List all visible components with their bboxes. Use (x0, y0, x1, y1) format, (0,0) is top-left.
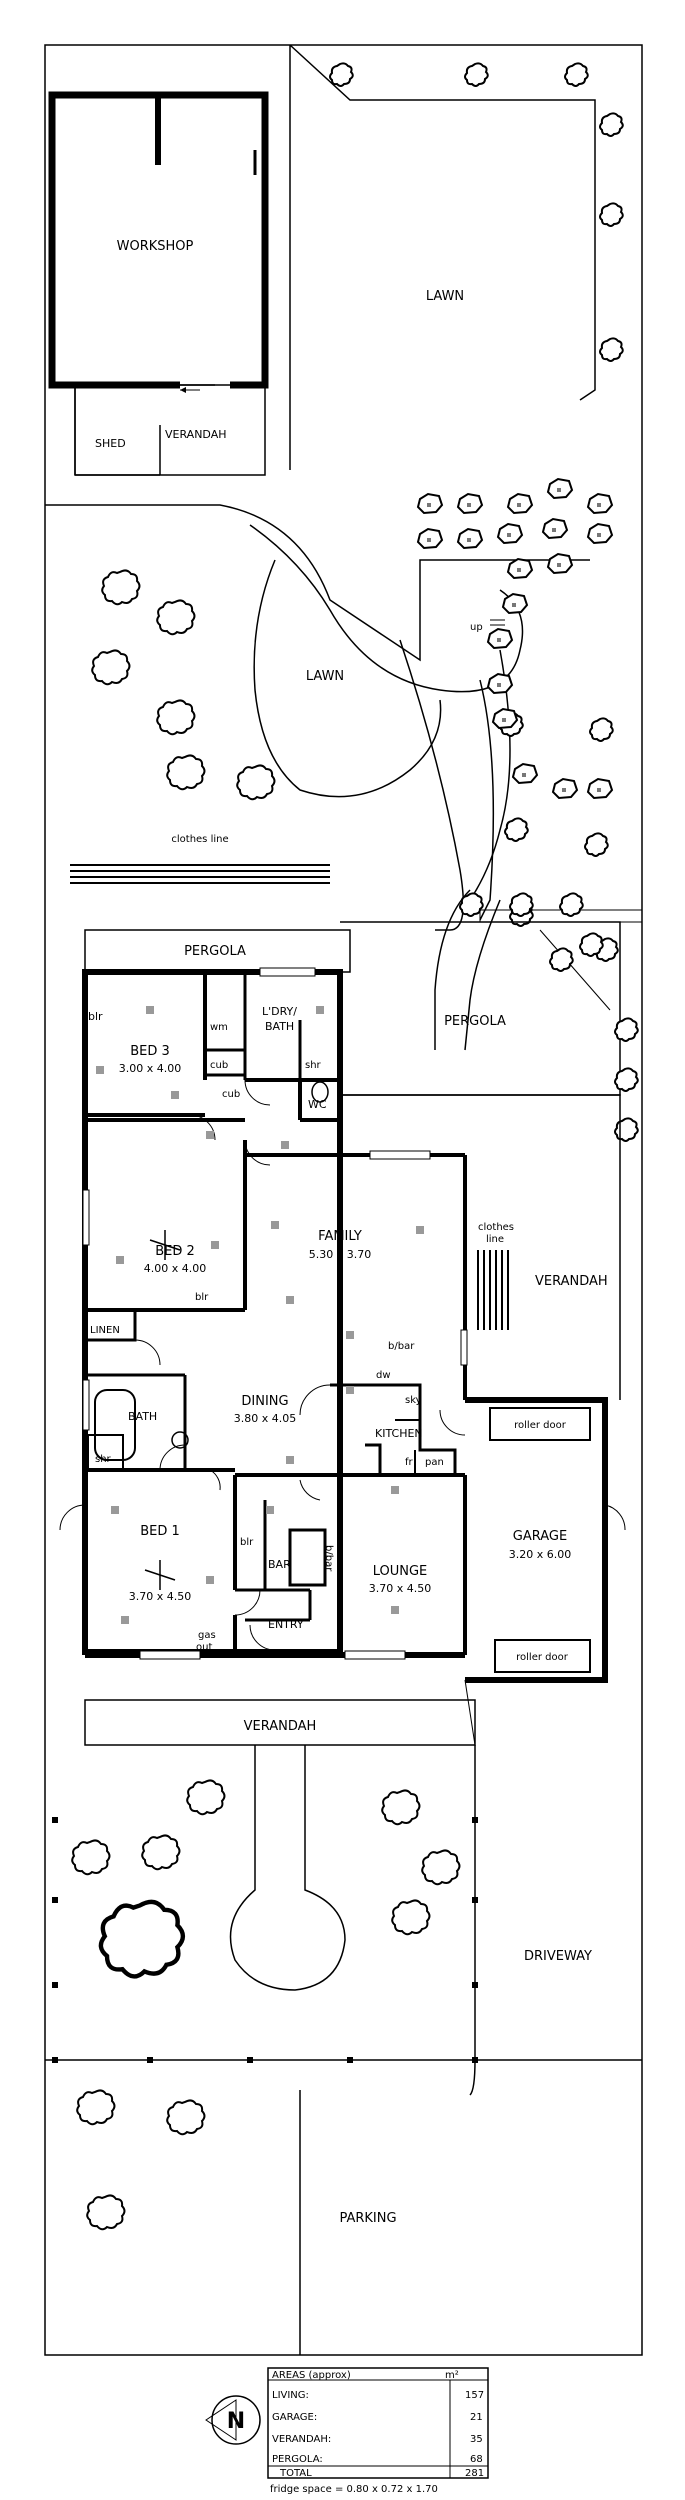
steps-up-label: up (470, 622, 483, 633)
clothes-line-top-label: clothes line (171, 834, 228, 845)
bed1-label: BED 1 (140, 1524, 180, 1539)
room-labels: blr BED 3 3.00 x 4.00 L'DRY/ BATH wm cub… (88, 1005, 608, 1653)
bed3-label: BED 3 (130, 1044, 170, 1059)
blr-bed2-label: blr (195, 1292, 209, 1303)
workshop-label: WORKSHOP (117, 239, 194, 254)
dw-label: dw (376, 1370, 391, 1381)
lounge-label: LOUNGE (373, 1564, 428, 1579)
garage (465, 1397, 608, 1683)
workshop: WORKSHOP (48, 91, 269, 389)
areas-row-living-label: LIVING: (272, 2390, 309, 2401)
areas-unit: m² (445, 2370, 459, 2381)
front-yard (45, 1745, 642, 2355)
bed2-label: BED 2 (155, 1244, 195, 1259)
parking-label: PARKING (339, 2211, 396, 2226)
sky-label: sky (405, 1395, 422, 1406)
areas-row-garage-label: GARAGE: (272, 2412, 317, 2423)
property-boundary (44, 44, 643, 2356)
areas-row-garage-value: 21 (470, 2412, 483, 2423)
ldry-bath-label-2: BATH (265, 1020, 294, 1033)
wm-label: wm (210, 1022, 228, 1033)
verandah-front (84, 1699, 476, 1746)
areas-total-label: TOTAL (279, 2468, 312, 2479)
dining-label: DINING (241, 1394, 288, 1409)
gas-out-label-1: gas (198, 1630, 216, 1641)
bed2-dim: 4.00 x 4.00 (144, 1262, 207, 1275)
cub2-label: cub (222, 1089, 240, 1100)
rock-garden (417, 478, 613, 799)
clothes-line-side-2: line (486, 1234, 504, 1245)
basin (171, 1431, 189, 1449)
clothes-line-side (477, 1250, 509, 1330)
areas-total-value: 281 (465, 2468, 484, 2479)
lawn-mid-label: LAWN (306, 669, 344, 684)
north-arrow-icon: N (205, 2395, 261, 2445)
driveway-label: DRIVEWAY (524, 1949, 592, 1964)
blr-bed3-label: blr (88, 1010, 103, 1023)
shed-label: SHED (95, 437, 126, 450)
bathtub (94, 1389, 136, 1461)
lounge-dim: 3.70 x 4.50 (369, 1582, 432, 1595)
shr-ldry-label: shr (305, 1060, 322, 1071)
bed3-dim: 3.00 x 4.00 (119, 1062, 182, 1075)
cub1-label: cub (210, 1060, 228, 1071)
clothes-line-top (70, 864, 330, 884)
lawn-top-label: LAWN (426, 289, 464, 304)
pergola-right-label: PERGOLA (444, 1014, 506, 1029)
bbar2-label: b/bar (323, 1545, 334, 1572)
gas-out-label-2: out (196, 1642, 212, 1653)
door-swings (59, 1079, 626, 1651)
areas-table: AREAS (approx) m² LIVING: 157 GARAGE: 21… (267, 2367, 489, 2479)
verandah-front-label: VERANDAH (244, 1719, 317, 1734)
entry-label: ENTRY (268, 1618, 304, 1631)
roller-door-bottom-label: roller door (516, 1652, 569, 1663)
fr-label: fr (405, 1457, 414, 1468)
areas-row-verandah-value: 35 (470, 2434, 483, 2445)
ldry-bath-label-1: L'DRY/ (262, 1005, 297, 1018)
lawn-top-outline (289, 44, 596, 470)
garage-label: GARAGE (513, 1529, 567, 1544)
pan-label: pan (425, 1457, 444, 1468)
verandah-side-label: VERANDAH (535, 1274, 608, 1289)
areas-row-living-value: 157 (465, 2390, 484, 2401)
roller-door-top-label: roller door (514, 1420, 567, 1431)
areas-row-pergola-value: 68 (470, 2454, 483, 2465)
pergola-right (340, 921, 621, 1096)
areas-row-verandah-label: VERANDAH: (272, 2434, 331, 2445)
family-dim: 5.30 x 3.70 (309, 1248, 372, 1261)
kitchen-label: KITCHEN (375, 1427, 423, 1440)
shower (87, 1434, 124, 1471)
bath-label: BATH (128, 1410, 157, 1423)
compass-letter: N (227, 2409, 245, 2434)
bar-label: BAR (268, 1558, 291, 1571)
fridge-note: fridge space = 0.80 x 0.72 x 1.70 (270, 2484, 438, 2495)
toilet (311, 1081, 329, 1103)
windows (82, 967, 468, 1660)
linen-label: LINEN (90, 1325, 120, 1336)
pergola-rear-label: PERGOLA (184, 944, 246, 959)
bbar-label: b/bar (388, 1341, 415, 1352)
garage-dim: 3.20 x 6.00 (509, 1548, 572, 1561)
clothes-line-side-1: clothes (478, 1222, 514, 1233)
rear-verandah-label: VERANDAH (165, 428, 227, 441)
family-label: FAMILY (318, 1229, 362, 1244)
areas-row-pergola-label: PERGOLA: (272, 2454, 323, 2465)
areas-header: AREAS (approx) (272, 2370, 351, 2381)
ceiling-fans (144, 1230, 181, 1590)
bed1-dim: 3.70 x 4.50 (129, 1590, 192, 1603)
blr-bed1-label: blr (240, 1537, 254, 1548)
dining-dim: 3.80 x 4.05 (234, 1412, 297, 1425)
